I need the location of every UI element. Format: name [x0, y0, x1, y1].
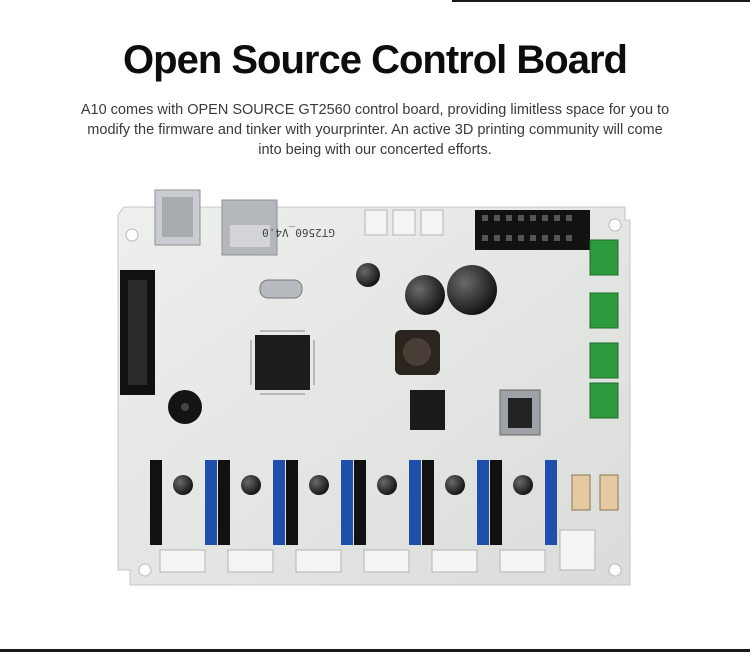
bottom-divider	[0, 649, 750, 652]
description-line: modify the firmware and tinker with your…	[87, 122, 663, 138]
voltage-regulator	[410, 390, 445, 430]
mcu-chip	[255, 335, 310, 390]
power-connector	[559, 529, 596, 571]
mount-hole	[138, 563, 152, 577]
capacitor	[445, 475, 465, 495]
fuse	[571, 474, 591, 511]
capacitor	[356, 263, 380, 287]
mount-hole	[608, 218, 622, 232]
capacitor	[405, 275, 445, 315]
page-title: Open Source Control Board	[123, 38, 628, 82]
fuse	[599, 474, 619, 511]
capacitor	[309, 475, 329, 495]
page-description: A10 comes with OPEN SOURCE GT2560 contro…	[70, 100, 680, 160]
capacitor	[173, 475, 193, 495]
control-board-illustration: GT2560_V4.0	[117, 189, 631, 586]
top-divider	[452, 0, 750, 2]
capacitor	[447, 265, 497, 315]
terminal-he2	[589, 342, 619, 379]
motor-connector	[431, 549, 478, 573]
description-line: into being with our concerted efforts.	[258, 142, 492, 158]
connector	[364, 209, 388, 236]
connector	[420, 209, 444, 236]
capacitor	[513, 475, 533, 495]
mount-hole	[608, 563, 622, 577]
mount-hole	[125, 228, 139, 242]
terminal-hotbed	[589, 382, 619, 419]
motor-connector	[159, 549, 206, 573]
capacitor	[241, 475, 261, 495]
motor-connector	[295, 549, 342, 573]
connector	[392, 209, 416, 236]
terminal-he1	[589, 292, 619, 329]
capacitor	[377, 475, 397, 495]
stepper-driver-row	[150, 460, 557, 545]
motor-connector	[499, 549, 546, 573]
crystal	[259, 279, 303, 299]
description-line: A10 comes with OPEN SOURCE GT2560 contro…	[80, 102, 670, 118]
board-version-label: GT2560_V4.0	[262, 226, 335, 239]
motor-connector	[363, 549, 410, 573]
motor-connector	[227, 549, 274, 573]
terminal-he0	[589, 239, 619, 276]
control-board-photo: GT2560_V4.0	[110, 185, 645, 605]
